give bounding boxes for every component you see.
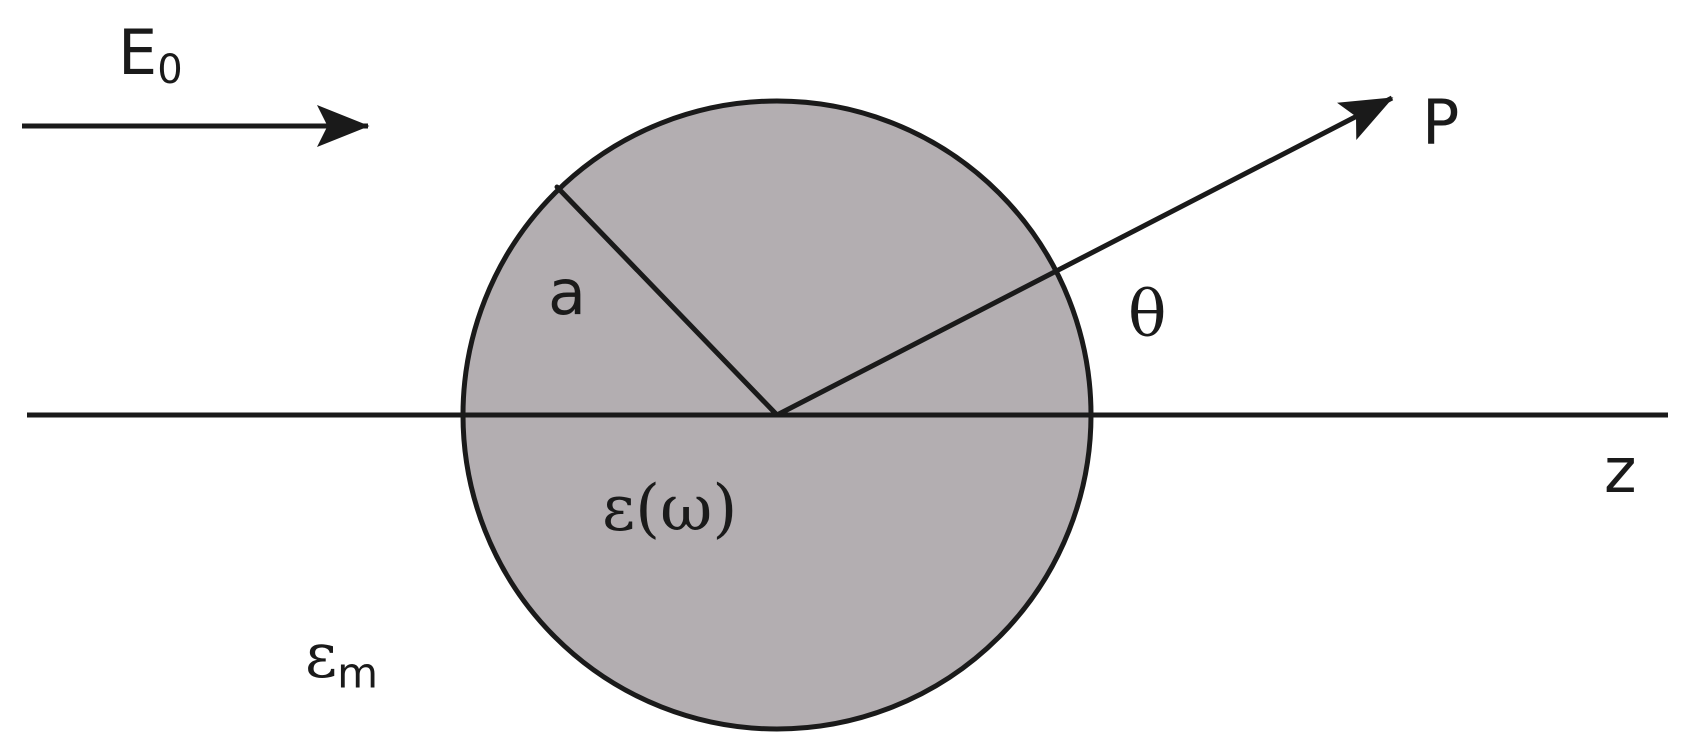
radius-line — [554, 184, 780, 418]
scattering-angle-label: θ — [1128, 278, 1167, 352]
incident-field-symbol: E — [118, 16, 158, 89]
medium-permittivity-subscript: m — [337, 648, 379, 698]
medium-permittivity-label: εm — [305, 625, 378, 695]
polarization-label: P — [1422, 86, 1460, 159]
z-axis-label: z — [1604, 434, 1637, 507]
scattering-direction-arrow — [775, 95, 1394, 418]
incident-field-subscript: 0 — [157, 46, 183, 93]
radius-label: a — [548, 256, 586, 329]
medium-permittivity-symbol: ε — [305, 619, 338, 692]
sphere-permittivity-label: ε(ω) — [602, 472, 738, 546]
incident-field-label: E0 — [118, 22, 183, 90]
